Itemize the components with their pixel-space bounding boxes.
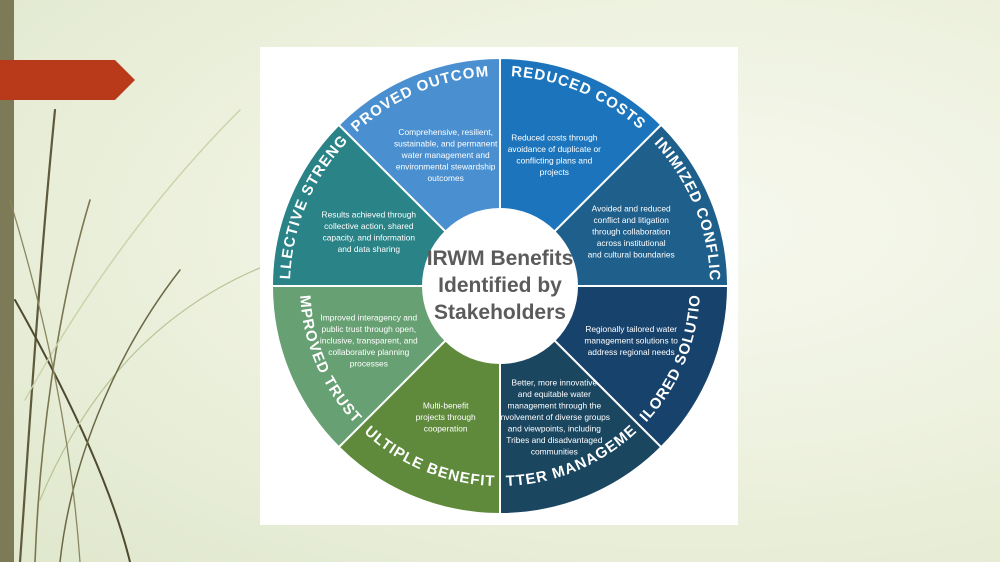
grass-decoration <box>9 108 281 562</box>
slide-left-bar <box>0 0 14 562</box>
segment-desc-improved-outcomes: Comprehensive, resilient,sustainable, an… <box>394 127 498 183</box>
accent-arrow <box>0 60 135 100</box>
center-title-line-1: IRWM Benefits <box>427 247 574 270</box>
center-title-line-3: Stakeholders <box>434 301 566 324</box>
center-circle <box>422 208 578 364</box>
center-title-line-2: Identified by <box>438 274 562 297</box>
